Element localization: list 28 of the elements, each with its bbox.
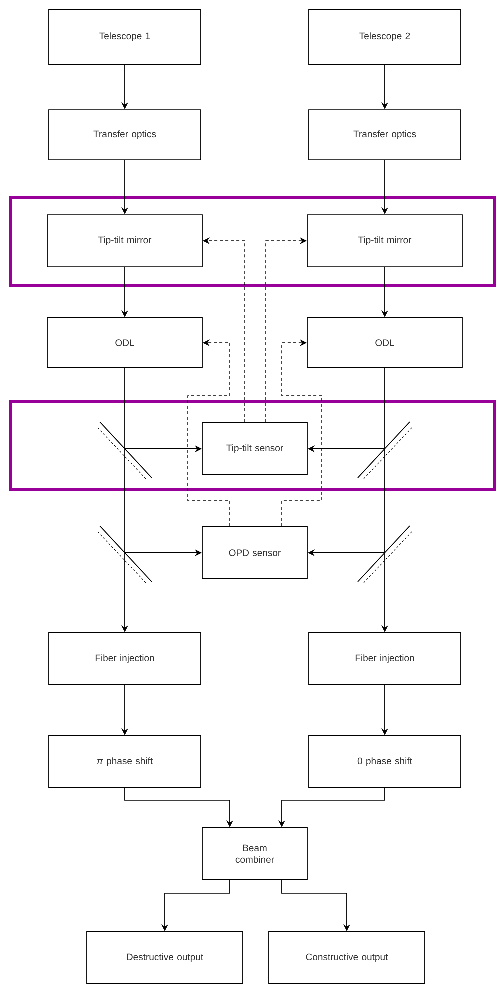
- process-box: Beam combiner: [202, 828, 308, 880]
- process-box: Transfer optics: [48, 110, 202, 160]
- process-box: Tip-tilt sensor: [202, 422, 308, 476]
- highlight-frame: [10, 400, 496, 491]
- dashed-arrow: [282, 339, 322, 527]
- connector-line: [384, 368, 386, 450]
- process-box: 0 phase shift: [308, 736, 462, 788]
- beam-splitter: [358, 422, 412, 480]
- connector-line: [124, 368, 126, 450]
- process-box: ODL: [307, 318, 463, 368]
- process-box: Tip-tilt mirror: [307, 214, 463, 268]
- process-box: Telescope 2: [308, 9, 462, 65]
- process-box: OPD sensor: [202, 526, 308, 580]
- process-box: Fiber injection: [48, 632, 202, 686]
- connector-line: [384, 448, 386, 554]
- process-box: Transfer optics: [308, 110, 462, 160]
- process-box: Fiber injection: [308, 632, 462, 686]
- beam-splitter: [98, 422, 152, 480]
- process-box: ODL: [47, 318, 203, 368]
- process-box: π phase shift: [48, 736, 202, 788]
- beam-splitter: [98, 526, 152, 584]
- beam-splitter: [358, 526, 412, 584]
- connector-line: [124, 448, 126, 554]
- process-box: Constructive output: [268, 932, 426, 984]
- process-box: Tip-tilt mirror: [47, 214, 203, 268]
- process-box: Destructive output: [86, 932, 244, 984]
- highlight-frame: [10, 196, 496, 288]
- process-box: Telescope 1: [48, 9, 202, 65]
